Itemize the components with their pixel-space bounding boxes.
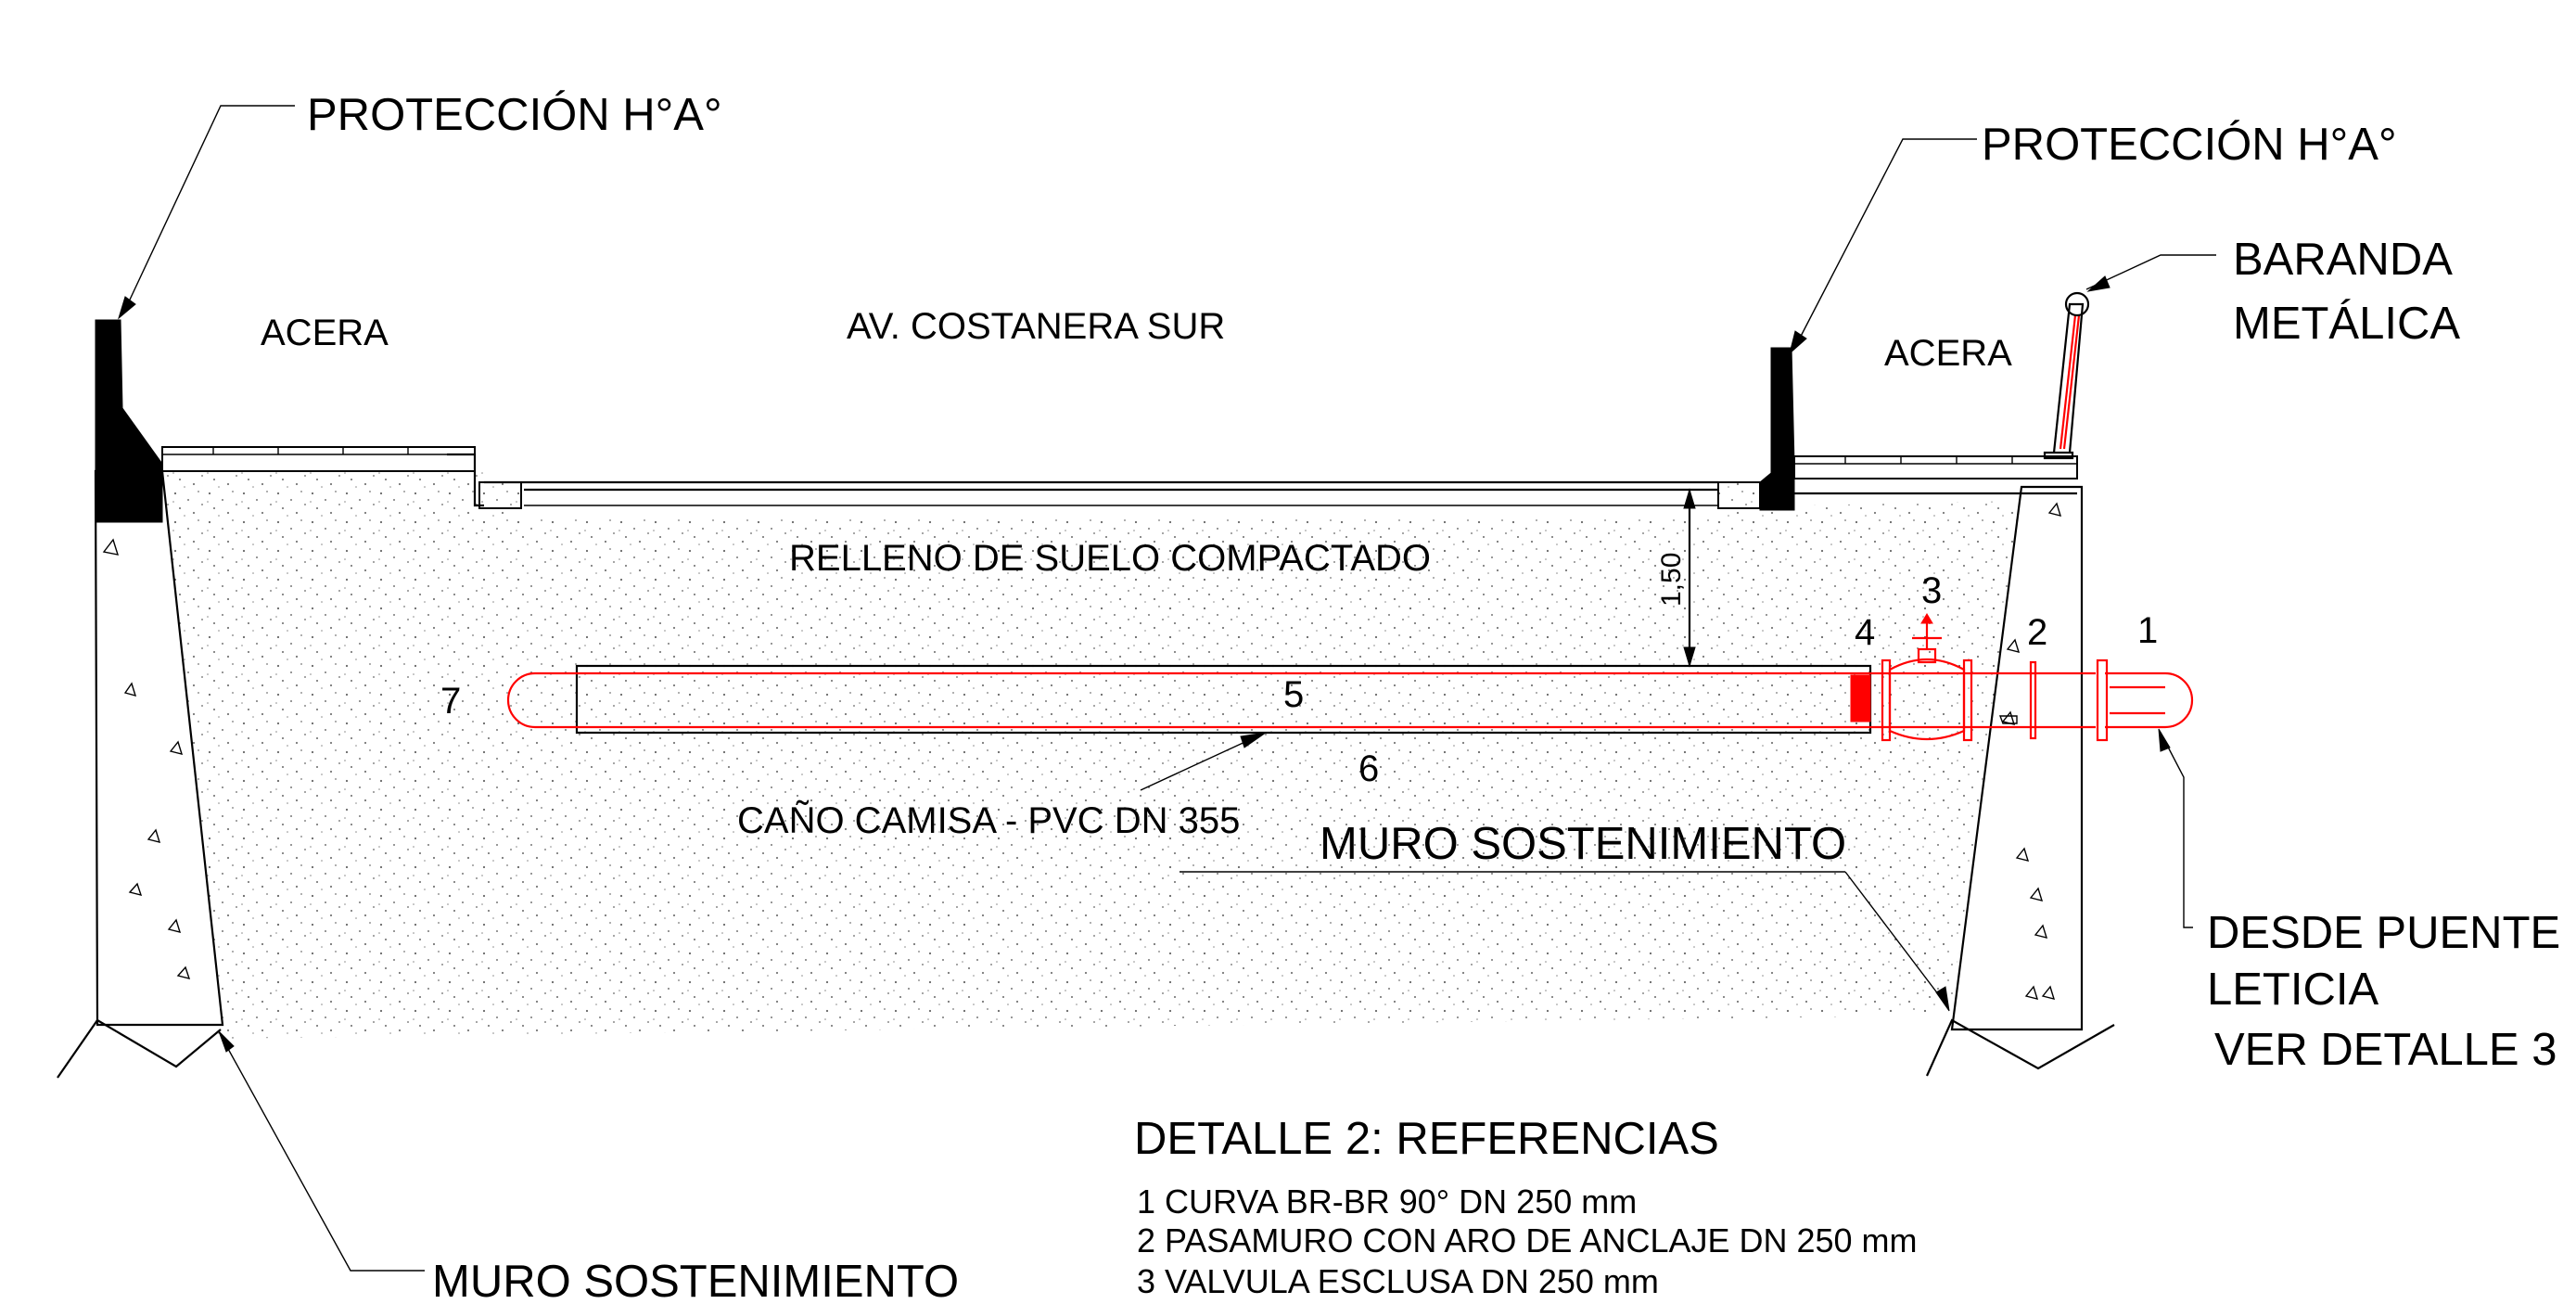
label-avenue: AV. COSTANERA SUR (847, 306, 1225, 347)
left-sidewalk (161, 446, 476, 472)
right-retaining-wall (1925, 485, 2115, 1077)
bend-flange (2096, 658, 2109, 742)
soil-fill (162, 471, 2021, 1039)
reference-item-1: 1 CURVA BR-BR 90° DN 250 mm (1137, 1183, 1637, 1221)
label-desde-line1: DESDE PUENTE (2207, 908, 2560, 958)
leader-lines (118, 105, 2216, 1272)
label-muro-middle: MURO SOSTENIMIENTO (1320, 819, 1846, 869)
label-muro-bottom: MURO SOSTENIMIENTO (432, 1257, 959, 1304)
label-proteccion-left: PROTECCIÓN H°A° (307, 90, 722, 140)
marker-4: 4 (1855, 612, 1875, 653)
annotation-labels: PROTECCIÓN H°A° PROTECCIÓN H°A° ACERA AC… (261, 90, 2560, 1304)
marker-3: 3 (1921, 570, 1942, 611)
right-sidewalk (1793, 455, 2078, 495)
label-relleno: RELLENO DE SUELO COMPACTADO (789, 538, 1431, 579)
references-legend: DETALLE 2: REFERENCIAS 1 CURVA BR-BR 90°… (1134, 1114, 1918, 1300)
marker-2: 2 (2027, 612, 2047, 653)
label-baranda-line1: BARANDA (2233, 235, 2453, 285)
label-acera-right: ACERA (1884, 333, 2012, 374)
marker-7: 7 (440, 681, 461, 722)
concrete-aggregate-marks (102, 538, 191, 979)
right-curb (1717, 481, 1761, 509)
wall-sleeve (1998, 660, 2037, 740)
right-concrete-protection (1759, 347, 1795, 511)
references-title: DETALLE 2: REFERENCIAS (1134, 1114, 1719, 1164)
depth-dimension (1683, 488, 1708, 668)
left-curb (447, 453, 522, 509)
label-depth: 1,50 (1656, 553, 1687, 607)
marker-5: 5 (1283, 674, 1304, 715)
label-acera-left: ACERA (261, 313, 389, 353)
reference-markers: 1 2 3 4 5 6 7 (440, 570, 2158, 789)
carrier-pipe (506, 671, 2194, 729)
reference-item-3: 3 VALVULA ESCLUSA DN 250 mm (1137, 1262, 1659, 1300)
left-concrete-protection (95, 319, 163, 523)
marker-6: 6 (1358, 748, 1379, 789)
label-baranda-line2: METÁLICA (2233, 299, 2460, 349)
gate-valve (1881, 613, 1973, 742)
label-proteccion-right: PROTECCIÓN H°A° (1982, 120, 2397, 170)
pipe-seal (1850, 674, 1871, 722)
reference-item-2: 2 PASAMURO CON ARO DE ANCLAJE DN 250 mm (1137, 1221, 1918, 1259)
road-pavement (484, 480, 1718, 506)
marker-1: 1 (2137, 610, 2158, 651)
label-cano-camisa: CAÑO CAMISA - PVC DN 355 (737, 799, 1240, 841)
label-desde-line3: VER DETALLE 3 (2214, 1025, 2557, 1075)
label-desde-line2: LETICIA (2207, 965, 2378, 1015)
metal-railing (2043, 291, 2090, 460)
